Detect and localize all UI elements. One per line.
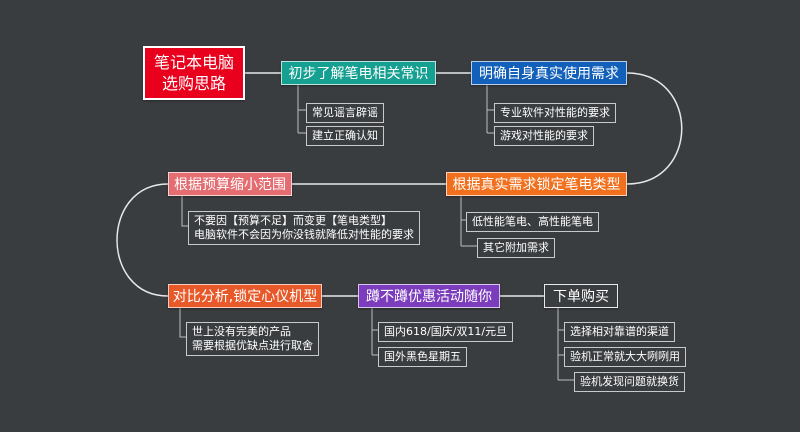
node-n5[interactable]: 对比分析,锁定心仪机型 (168, 284, 322, 308)
leaf-text: 验机发现问题就换货 (580, 375, 679, 388)
leaf-n3-2[interactable]: 其它附加需求 (477, 238, 555, 258)
leaf-text: 建立正确认知 (312, 129, 378, 142)
leaf-text: 游戏对性能的要求 (500, 129, 588, 142)
node-n3[interactable]: 根据真实需求锁定笔电类型 (446, 172, 627, 196)
node-n7-label: 下单购买 (553, 289, 609, 305)
leaf-n1-1[interactable]: 常见谣言辟谣 (306, 103, 384, 123)
link-n2-n3 (626, 72, 683, 185)
leaf-n5-1[interactable]: 世上没有完美的产品 需要根据优缺点进行取舍 (186, 322, 319, 356)
root-title-line2: 选购思路 (161, 74, 226, 93)
node-n6[interactable]: 蹲不蹲优惠活动随你 (358, 284, 500, 308)
leaf-n7-3[interactable]: 验机发现问题就换货 (574, 372, 685, 392)
node-n6-label: 蹲不蹲优惠活动随你 (366, 289, 492, 305)
leaf-text-line2: 需要根据优缺点进行取舍 (192, 339, 313, 352)
leaf-text: 常见谣言辟谣 (312, 106, 378, 119)
leaf-n2-1[interactable]: 专业软件对性能的要求 (494, 103, 616, 123)
node-n4[interactable]: 根据预算缩小范围 (168, 172, 292, 196)
leaf-n1-2[interactable]: 建立正确认知 (306, 126, 384, 146)
node-n1[interactable]: 初步了解笔电相关常识 (281, 61, 436, 85)
leaf-text: 国内618/国庆/双11/元旦 (384, 325, 508, 338)
leaf-text: 验机正常就大大咧咧用 (570, 350, 680, 363)
node-n2-label: 明确自身真实使用需求 (479, 66, 619, 82)
leaf-text-line2: 电脑软件不会因为你没钱就降低对性能的要求 (194, 228, 414, 241)
leaf-n6-2[interactable]: 国外黑色星期五 (378, 347, 467, 367)
node-n4-label: 根据预算缩小范围 (174, 177, 286, 193)
leaf-text: 低性能笔电、高性能笔电 (472, 215, 593, 228)
leaf-text: 专业软件对性能的要求 (500, 106, 610, 119)
link-n4-n5 (116, 183, 169, 297)
leaf-text: 选择相对靠谱的渠道 (570, 325, 669, 338)
node-n3-label: 根据真实需求锁定笔电类型 (452, 177, 621, 193)
node-n7[interactable]: 下单购买 (544, 284, 618, 308)
leaf-text: 国外黑色星期五 (384, 350, 461, 363)
leaf-text-line1: 世上没有完美的产品 (192, 325, 291, 338)
leaf-n2-2[interactable]: 游戏对性能的要求 (494, 126, 594, 146)
leaf-text: 其它附加需求 (483, 241, 549, 254)
leaf-n6-1[interactable]: 国内618/国庆/双11/元旦 (378, 322, 514, 342)
node-n2[interactable]: 明确自身真实使用需求 (471, 61, 627, 85)
node-n5-label: 对比分析,锁定心仪机型 (172, 289, 318, 305)
leaf-n7-2[interactable]: 验机正常就大大咧咧用 (564, 347, 686, 367)
root-node[interactable]: 笔记本电脑 选购思路 (143, 46, 245, 100)
node-n1-label: 初步了解笔电相关常识 (288, 66, 429, 82)
root-title-line1: 笔记本电脑 (153, 53, 234, 72)
leaf-n7-1[interactable]: 选择相对靠谱的渠道 (564, 322, 675, 342)
leaf-n3-1[interactable]: 低性能笔电、高性能笔电 (466, 212, 599, 232)
leaf-text-line1: 不要因【预算不足】而变更【笔电类型】 (194, 214, 392, 227)
leaf-n4-1[interactable]: 不要因【预算不足】而变更【笔电类型】 电脑软件不会因为你没钱就降低对性能的要求 (188, 211, 420, 245)
